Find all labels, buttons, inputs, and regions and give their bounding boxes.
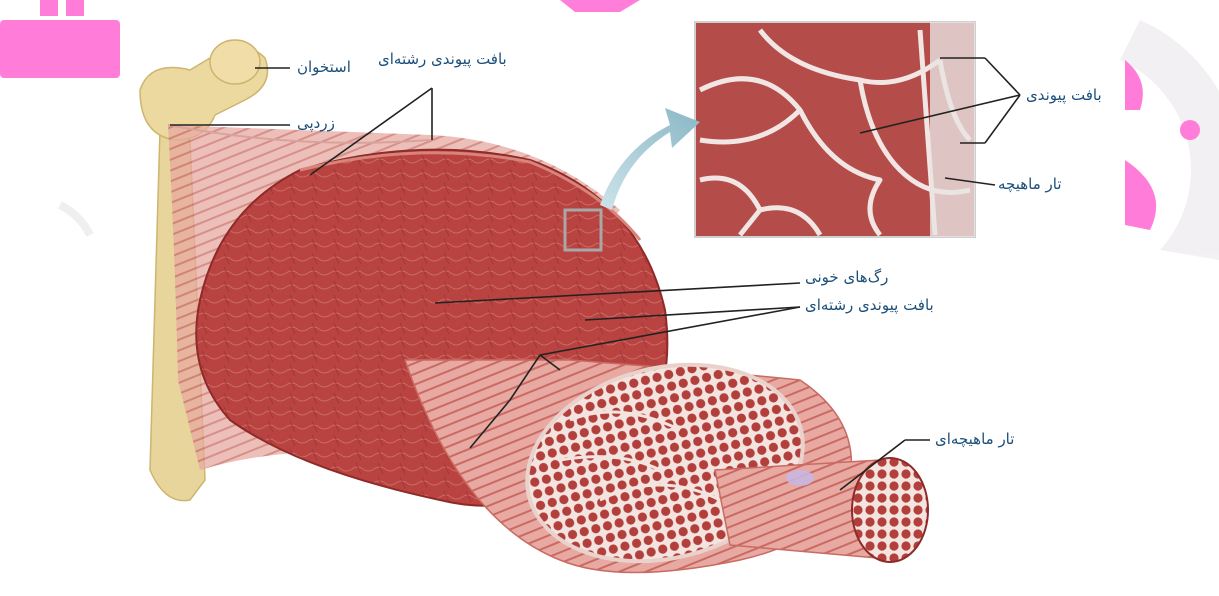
label-fibrous-connective-mid: بافت پیوندی رشته‌ای xyxy=(805,298,934,313)
label-muscle-fiber-micro: تار ماهیچه xyxy=(998,177,1062,192)
label-bone: استخوان xyxy=(297,60,351,75)
micrograph-inset xyxy=(695,22,975,237)
label-muscle-fiber: تار ماهیچه‌ای xyxy=(935,432,1014,447)
label-fibrous-connective-top: بافت پیوندی رشته‌ای xyxy=(378,52,507,67)
single-muscle-fiber xyxy=(715,458,928,562)
label-blood-vessels: رگ‌های خونی xyxy=(805,270,888,285)
label-tendon: زردپی xyxy=(297,116,335,131)
fascicle xyxy=(405,337,851,589)
magnify-arrow xyxy=(600,108,700,210)
label-connective-micro: بافت پیوندی xyxy=(1026,88,1102,103)
